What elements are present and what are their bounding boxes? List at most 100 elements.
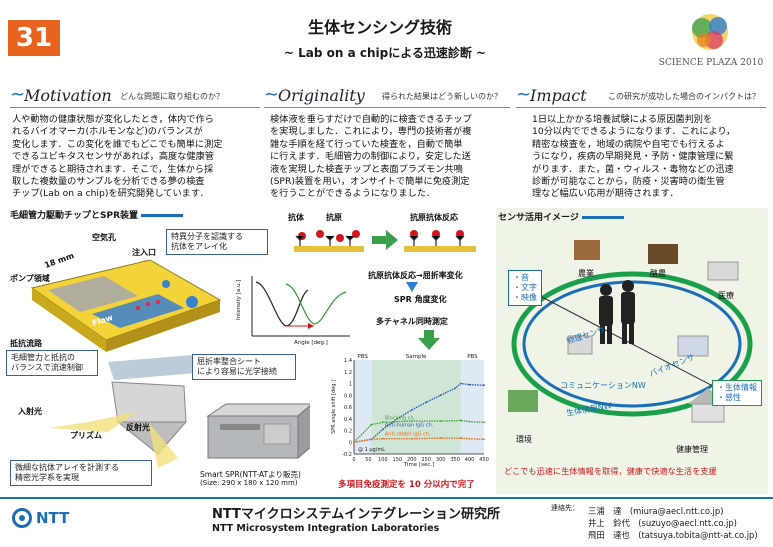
swirl-icon: ~ bbox=[516, 84, 532, 105]
data-point bbox=[410, 420, 413, 422]
spr-device-image bbox=[206, 403, 310, 460]
x-tick-label: 450 bbox=[479, 457, 489, 463]
x-tick-label: 100 bbox=[378, 457, 388, 463]
swirl-icon: ~ bbox=[10, 84, 26, 105]
usage-network-diagram bbox=[508, 240, 753, 423]
data-point bbox=[410, 409, 413, 411]
bio-items-box: ・生体情報 ・感性 bbox=[712, 380, 762, 406]
prism-label: プリズム bbox=[70, 431, 102, 440]
bio-item: ・生体情報 bbox=[717, 383, 757, 392]
data-point bbox=[410, 437, 413, 440]
motivation-line: 変化します．この変化を誰でもどこでも簡単に測定 bbox=[12, 138, 223, 150]
down-arrow-icon bbox=[406, 282, 418, 292]
spr-ylabel: Intensity [a.u.] bbox=[236, 279, 242, 320]
motivation-line: 理ができると期待されます．そこで，生体から採 bbox=[12, 163, 214, 175]
motivation-line: できるユビキタスセンサがあれば，高度な健康管 bbox=[12, 151, 214, 163]
pump-label: ポンプ領域 bbox=[10, 274, 50, 283]
impact-heading: Impact bbox=[530, 86, 587, 105]
refractive-change-label: 抗原抗体反応→屈折率変化 bbox=[368, 271, 463, 280]
data-point bbox=[468, 420, 471, 423]
impact-line: 診断が可能なことから，防疫・災害時の衛生管 bbox=[532, 176, 725, 188]
motivation-line: チップ(Lab on a chip)を研究開発しています． bbox=[12, 188, 209, 200]
y-axis-label: SPR angle shift [deg.] bbox=[331, 380, 337, 434]
data-point bbox=[370, 438, 373, 441]
series-label: Anti-human IgG ch. bbox=[385, 422, 434, 428]
reaction-label: 抗原抗体反応 bbox=[410, 213, 458, 222]
y-tick-label: 0.6 bbox=[344, 405, 352, 411]
motivation-line: 人や動物の健康状態が変化したとき，体内で作ら bbox=[12, 114, 214, 125]
chip-panel-heading: 毛細管力駆動チップとSPR装置 bbox=[10, 208, 184, 221]
usage-panel-heading-text: センサ活用イメージ bbox=[498, 213, 579, 223]
spr-angle-label: SPR 角度変化 bbox=[394, 295, 447, 304]
resistor-label: 抵抗流路 bbox=[10, 339, 42, 348]
health-label: 健康管理 bbox=[676, 445, 708, 454]
impact-header: ~ Impact この研究が成功した場合のインパクトは？ bbox=[516, 84, 766, 108]
impact-question: この研究が成功した場合のインパクトは？ bbox=[608, 92, 760, 101]
x-axis-label: Time [sec.] bbox=[403, 462, 435, 468]
spr-dip-plot bbox=[251, 276, 350, 337]
impact-line: 理など幅広い応用が期待されます． bbox=[532, 188, 679, 200]
heading-bar bbox=[581, 216, 624, 219]
phase-label: Sample bbox=[406, 354, 427, 360]
environment-label: 環境 bbox=[516, 435, 532, 444]
livestock-label: 酪農 bbox=[650, 269, 666, 278]
y-tick-label: 0.4 bbox=[344, 417, 352, 423]
originality-body: 検体液を垂らすだけで自動的に検査できるチップ を実現しました．これにより，専門の… bbox=[270, 114, 510, 201]
antibody-array-callout: 特異分子を認識する 抗体をアレイ化 bbox=[166, 229, 268, 255]
data-point bbox=[483, 384, 485, 387]
footer-divider bbox=[0, 497, 773, 499]
contact-item: 井上 鈴代 (suzuyo@aecl.ntt.co.jp) bbox=[588, 518, 737, 528]
x-tick-label: 50 bbox=[365, 457, 371, 463]
originality-question: 得られた結果はどう新しいのか？ bbox=[382, 92, 502, 101]
y-tick-label: 0 bbox=[349, 440, 352, 446]
index-sheet-callout: 屈折率整合シート により容易に光学接続 bbox=[192, 354, 296, 380]
io-item: ・映像 bbox=[513, 293, 537, 302]
usage-panel-heading: センサ活用イメージ bbox=[498, 210, 624, 223]
data-point bbox=[459, 382, 462, 385]
originality-line: 検体液を垂らすだけで自動的に検査できるチップ bbox=[270, 114, 472, 125]
science-plaza-logo-text: SCIENCE PLAZA 2010 bbox=[658, 58, 764, 68]
chart-annotation: @ 1 μg/mL bbox=[358, 447, 385, 453]
multichannel-label: 多チャネル同時測定 bbox=[376, 317, 448, 326]
impact-line: 精密な検査を，地域の病院や自宅でも行えるよ bbox=[532, 138, 725, 150]
y-tick-label: 0.8 bbox=[344, 393, 352, 399]
originality-line: を行うことができるようになりました． bbox=[270, 188, 436, 200]
poster-title: 生体センシング技術 bbox=[307, 18, 452, 37]
comm-nw-label: コミュニケーションNW bbox=[560, 381, 646, 390]
swirl-icon: ~ bbox=[264, 84, 280, 105]
data-point bbox=[439, 420, 442, 422]
phase-label: PBS bbox=[467, 354, 478, 360]
impact-line: うになり，疾病の早期発見・予防・健康管理に繋 bbox=[532, 151, 734, 163]
contact-label: 連絡先： bbox=[551, 504, 579, 512]
inlet-label: 注入口 bbox=[132, 248, 156, 257]
data-point bbox=[396, 417, 399, 420]
impact-line: 1日以上かかる培養試験による原因菌判別を bbox=[532, 114, 713, 125]
motivation-line: れるバイオマーカ(ホルモンなど)のバランスが bbox=[12, 126, 203, 138]
device-size-caption: (Size: 290 x 180 x 120 mm) bbox=[200, 479, 298, 487]
originality-line: 液を実現した検査チップと表面プラズモン共鳴 bbox=[270, 163, 463, 175]
antibody-label: 抗体 bbox=[288, 213, 304, 222]
y-tick-label: -0.2 bbox=[342, 452, 352, 458]
data-point bbox=[459, 419, 462, 422]
optics-callout: 微細な抗体アレイを計測する 精密光学系を実現 bbox=[10, 460, 152, 486]
usage-panel bbox=[496, 208, 768, 494]
phase-label: PBS bbox=[357, 354, 368, 360]
data-point bbox=[381, 428, 384, 431]
io-items-box: ・音 ・文字 ・映像 bbox=[508, 270, 542, 306]
data-point bbox=[454, 387, 457, 390]
impact-line: がります．また，菌・ウィルス・毒物などの迅速 bbox=[532, 163, 734, 175]
contact-item: 三浦 達 (miura@aecl.ntt.co.jp) bbox=[588, 506, 724, 516]
y-tick-label: 0.2 bbox=[344, 429, 352, 435]
antigen-antibody-diagram bbox=[294, 230, 476, 252]
motivation-line: 取した複数量のサンプルを分析できる夢の検査 bbox=[12, 176, 205, 188]
spr-xlabel: Angle [deg.] bbox=[294, 340, 328, 346]
reflected-light-label: 反射光 bbox=[126, 423, 150, 432]
y-tick-label: 1.4 bbox=[344, 358, 352, 364]
motivation-question: どんな問題に取り組むのか？ bbox=[120, 92, 224, 101]
motivation-header: ~ Motivation どんな問題に取り組むのか？ bbox=[10, 84, 260, 108]
x-tick-label: 300 bbox=[436, 457, 446, 463]
impact-line: 10分以内でできるようになります．これにより， bbox=[532, 126, 736, 138]
poster-number-badge: 31 bbox=[8, 20, 60, 56]
chip-panel-heading-text: 毛細管力駆動チップとSPR装置 bbox=[10, 211, 139, 221]
